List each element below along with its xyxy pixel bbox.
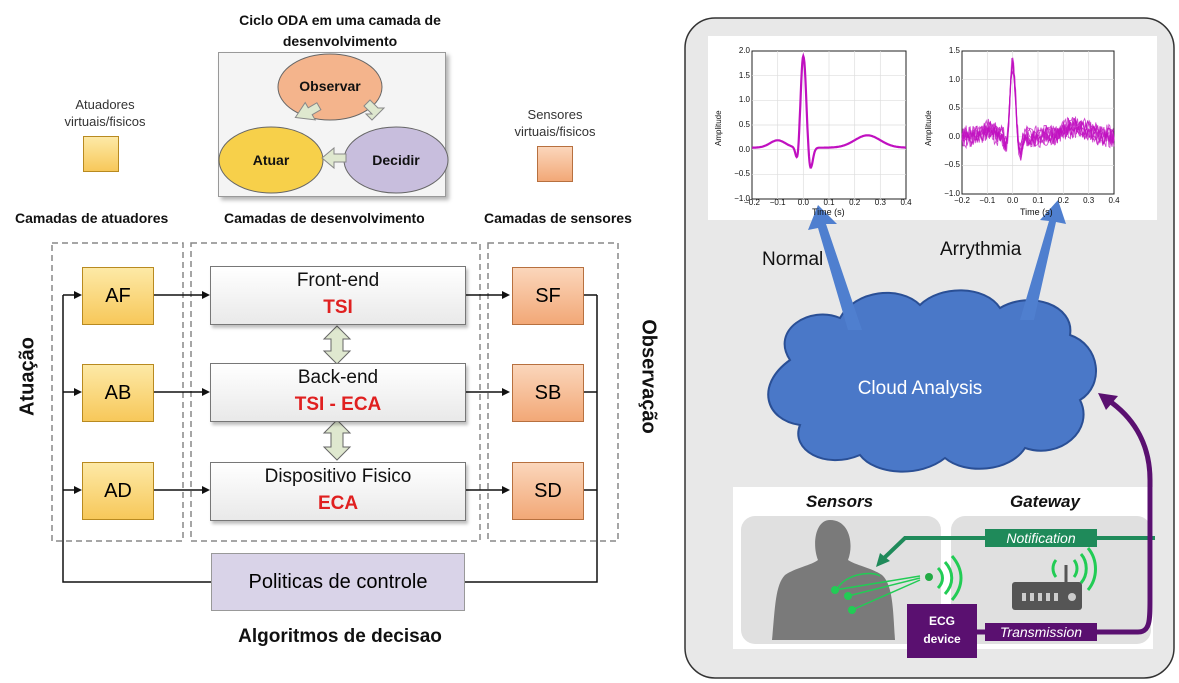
legend-actuator-swatch	[83, 136, 119, 172]
tick-label: 0.3	[1083, 196, 1095, 205]
layer-front-end: Front-end TSI	[210, 266, 466, 325]
sensor-sb: SB	[512, 364, 584, 422]
sensor-sf: SF	[512, 267, 584, 325]
header-sensors: Camadas de sensores	[484, 210, 632, 226]
tick-label: 0.3	[874, 198, 886, 207]
legend-actuators-line2: virtuais/fisicos	[64, 114, 146, 129]
layer-front-end-name: Front-end	[296, 270, 380, 291]
layer-physical-device: Dispositivo Fisico ECA	[210, 462, 466, 521]
ecg-device-box	[907, 604, 977, 658]
layer-link-arrow-2	[322, 419, 352, 461]
legend-sensor-swatch	[537, 146, 573, 182]
cloud-shape	[767, 289, 1097, 473]
plot-normal-xlabel: Time (s)	[812, 207, 845, 217]
layer-physical-device-name: Dispositivo Fisico	[264, 466, 412, 487]
tick-label: 0.5	[948, 103, 960, 113]
tick-label: −1.0	[944, 189, 960, 198]
plot-arr-ylabel: Amplitude	[924, 110, 933, 146]
tick-label: 0.4	[1108, 196, 1120, 205]
actuator-ad: AD	[82, 462, 154, 520]
layer-back-end: Back-end TSI - ECA	[210, 363, 466, 422]
gateway-title: Gateway	[1010, 492, 1080, 511]
act-ellipse	[218, 126, 324, 194]
tick-label: 2.0	[738, 46, 750, 55]
tick-label: −0.2	[744, 198, 760, 207]
sensor-column	[487, 242, 619, 542]
oda-title-line1: Ciclo ODA em uma camada de	[239, 12, 441, 28]
oda-arrow-decide-act	[321, 146, 347, 170]
header-dev: Camadas de desenvolvimento	[224, 210, 425, 226]
oda-decide-label: Decidir	[372, 152, 420, 168]
tick-label: −1.0	[734, 194, 750, 203]
side-label-observation: Observação	[637, 319, 660, 434]
human-silhouette	[772, 520, 895, 640]
tick-label: 0.1	[1032, 196, 1044, 205]
observe-ellipse	[277, 53, 383, 121]
layer-front-end-tag: TSI	[323, 297, 353, 318]
layer-link-arrow-1	[322, 325, 352, 365]
tick-label: 0.2	[1057, 196, 1069, 205]
header-actuators: Camadas de atuadores	[15, 210, 169, 226]
tick-label: −0.1	[769, 198, 786, 207]
sensor-sd: SD	[512, 462, 584, 520]
label-normal: Normal	[762, 249, 824, 270]
ecg-label-line1: ECG	[928, 614, 955, 628]
oda-arrow-observe-act	[294, 101, 322, 121]
notification-banner	[985, 529, 1097, 547]
tick-label: 1.5	[948, 46, 960, 55]
legend-actuators-line1: Atuadores	[75, 97, 135, 112]
cloud-analysis-label: Cloud Analysis	[857, 378, 983, 399]
layer-back-end-tag: TSI - ECA	[294, 394, 382, 415]
transmission-label: Transmission	[999, 624, 1083, 640]
tick-label: 1.0	[948, 74, 960, 84]
tick-label: 0.1	[823, 198, 835, 207]
notification-label: Notification	[1006, 530, 1076, 546]
legend-sensors-line1: Sensores	[527, 107, 583, 122]
plot-arr-xlabel: Time (s)	[1020, 207, 1053, 217]
tick-label: 0.4	[900, 198, 912, 207]
oda-arrow-decide-observe	[363, 99, 386, 121]
side-label-actuation: Atuação	[16, 337, 39, 416]
actuator-af: AF	[82, 267, 154, 325]
tick-label: 0.2	[849, 198, 861, 207]
ecg-label-line2: device	[923, 632, 961, 646]
layer-physical-device-tag: ECA	[317, 493, 359, 514]
tick-label: 0.0	[738, 144, 750, 154]
oda-title-line2: desenvolvimento	[282, 33, 398, 49]
tick-label: −0.2	[954, 196, 970, 205]
tick-label: −0.5	[734, 169, 750, 179]
footer-decision-algorithms: Algoritmos de decisao	[238, 626, 442, 647]
tick-label: 1.5	[738, 70, 750, 80]
tick-label: 0.5	[738, 120, 750, 129]
plot-normal-ylabel: Amplitude	[714, 110, 723, 146]
transmission-banner	[985, 623, 1097, 641]
layer-back-end-name: Back-end	[297, 367, 379, 388]
control-policies-box: Politicas de controle	[211, 553, 465, 611]
legend-sensors-line2: virtuais/fisicos	[514, 124, 596, 139]
tick-label: −0.5	[944, 160, 960, 170]
tick-label: 1.0	[738, 95, 750, 105]
oda-observe-label: Observar	[299, 78, 361, 94]
tick-label: 0.0	[1007, 196, 1019, 205]
tick-label: 0.0	[797, 198, 809, 207]
actuator-ab: AB	[82, 364, 154, 422]
tick-label: 0.0	[948, 131, 960, 141]
tick-label: −0.1	[979, 196, 996, 205]
gateway-area	[951, 516, 1151, 644]
label-arrythmia: Arrythmia	[940, 239, 1022, 260]
oda-act-label: Atuar	[252, 152, 290, 168]
sensors-title: Sensors	[806, 492, 874, 511]
